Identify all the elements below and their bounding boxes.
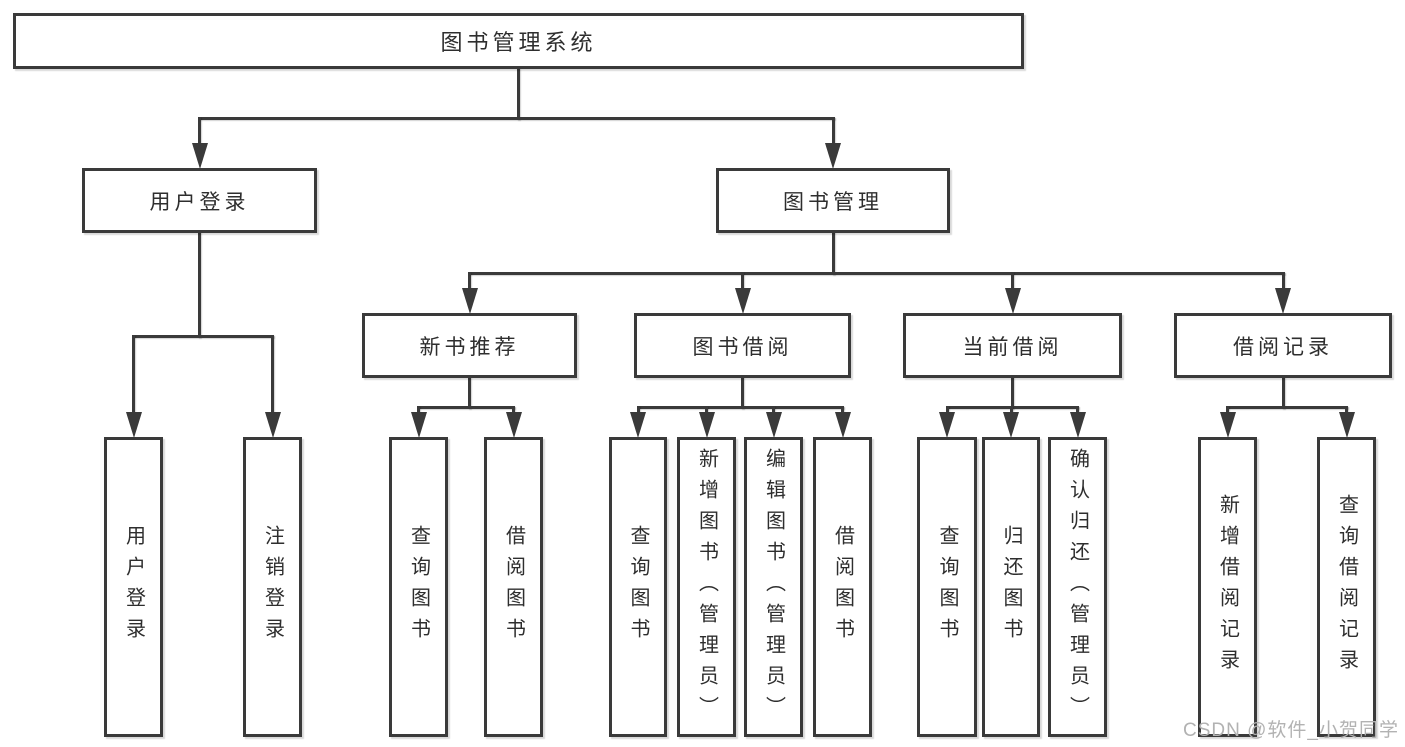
arrow-into-leaf-query-book-3 <box>939 412 955 438</box>
arrow-into-leaf-add-book <box>698 412 715 438</box>
arrow-into-leaf-query-record <box>1338 412 1355 438</box>
edge-stem-leaf-logout <box>271 334 274 413</box>
node-leaf-confirm-return: 确认归还（管理员） <box>1048 437 1107 737</box>
edge-stem-new-book-rec <box>468 271 471 289</box>
edge-stem-borrow-record <box>1281 377 1285 409</box>
arrow-into-current-borrow <box>1004 288 1021 314</box>
node-leaf-logout: 注销登录 <box>243 437 302 737</box>
edge-stem-new-book-rec <box>468 377 471 409</box>
edge-stem-leaf-return-book <box>1009 405 1013 413</box>
arrow-into-new-book-rec <box>461 288 478 314</box>
edge-stem-root <box>517 68 520 120</box>
edge-stem-leaf-borrow-book-2 <box>841 405 844 413</box>
arrow-into-leaf-logout <box>264 412 281 438</box>
edge-stem-book-mgmt <box>831 116 835 144</box>
edge-stem-leaf-confirm-return <box>1076 405 1079 413</box>
arrow-into-leaf-borrow-book-2 <box>834 412 851 438</box>
edge-bus-user-login <box>132 334 274 338</box>
edge-stem-leaf-add-book <box>705 405 708 413</box>
edge-bus-book-borrow <box>636 405 844 409</box>
arrow-into-borrow-record <box>1275 288 1291 314</box>
arrow-into-leaf-query-book-1 <box>410 412 427 438</box>
node-leaf-query-book-2: 查询图书 <box>609 437 667 737</box>
node-user-login: 用户登录 <box>82 168 317 233</box>
edge-stem-book-mgmt <box>831 232 835 275</box>
arrow-into-leaf-edit-book <box>765 412 782 438</box>
edge-bus-new-book-rec <box>417 405 515 409</box>
edge-stem-leaf-user-login <box>132 334 135 413</box>
edge-stem-leaf-borrow-book-1 <box>512 405 515 413</box>
arrow-into-user-login <box>191 143 208 169</box>
node-leaf-add-book: 新增图书（管理员） <box>677 437 736 737</box>
edge-stem-leaf-edit-book <box>772 405 775 413</box>
edge-bus-book-mgmt <box>468 271 1285 275</box>
csdn-watermark: CSDN @软件_小贺同学 <box>1183 720 1399 741</box>
edge-stem-leaf-query-book-2 <box>636 405 640 413</box>
arrow-into-book-mgmt <box>825 143 841 169</box>
edge-stem-leaf-add-record <box>1226 405 1229 413</box>
node-leaf-edit-book: 编辑图书（管理员） <box>744 437 803 737</box>
arrow-into-leaf-query-book-2 <box>630 412 646 438</box>
node-leaf-return-book: 归还图书 <box>982 437 1040 737</box>
node-leaf-query-book-1: 查询图书 <box>389 437 448 737</box>
edge-stem-current-borrow <box>1011 271 1014 289</box>
edge-stem-book-borrow <box>741 271 744 289</box>
node-leaf-borrow-book-2: 借阅图书 <box>813 437 872 737</box>
arrow-into-leaf-add-record <box>1219 412 1236 438</box>
node-leaf-query-record: 查询借阅记录 <box>1317 437 1376 737</box>
edge-stem-leaf-query-record <box>1345 405 1348 413</box>
edge-bus-root <box>198 116 835 120</box>
arrow-into-book-borrow <box>734 288 751 314</box>
node-current-borrow: 当前借阅 <box>903 313 1122 378</box>
arrow-into-leaf-user-login <box>125 412 142 438</box>
node-borrow-record: 借阅记录 <box>1174 313 1392 378</box>
arrow-into-leaf-borrow-book-1 <box>505 412 522 438</box>
edge-stem-borrow-record <box>1281 271 1285 289</box>
edge-stem-user-login <box>198 116 201 144</box>
edge-stem-book-borrow <box>741 377 744 409</box>
node-leaf-borrow-book-1: 借阅图书 <box>484 437 543 737</box>
node-leaf-user-login: 用户登录 <box>104 437 163 737</box>
node-book-mgmt: 图书管理 <box>716 168 950 233</box>
edge-stem-current-borrow <box>1011 377 1014 409</box>
edge-stem-user-login <box>198 232 201 338</box>
edge-stem-leaf-query-book-3 <box>945 405 949 413</box>
node-book-borrow: 图书借阅 <box>634 313 851 378</box>
node-leaf-query-book-3: 查询图书 <box>917 437 977 737</box>
edge-bus-borrow-record <box>1226 405 1348 409</box>
node-new-book-rec: 新书推荐 <box>362 313 577 378</box>
node-leaf-add-record: 新增借阅记录 <box>1198 437 1257 737</box>
edge-stem-leaf-query-book-1 <box>417 405 420 413</box>
arrow-into-leaf-confirm-return <box>1069 412 1086 438</box>
arrow-into-leaf-return-book <box>1003 412 1019 438</box>
node-root: 图书管理系统 <box>13 13 1024 69</box>
